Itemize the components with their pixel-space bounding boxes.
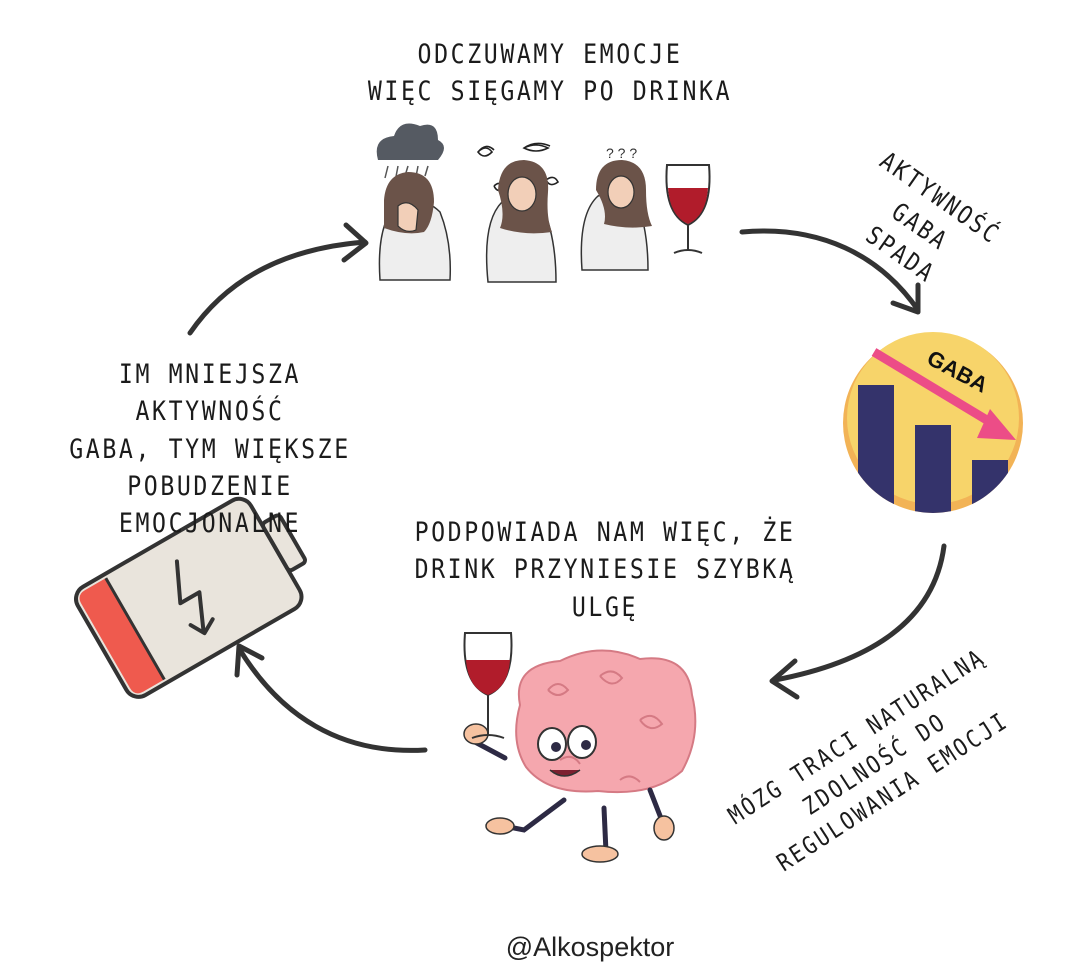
confused-woman-figure: ? ? ? [580, 145, 652, 271]
question-marks-icon: ? ? ? [606, 145, 637, 161]
sad-woman-figure [376, 123, 452, 281]
label-brain-suggests-drink: PODPOWIADA NAM WIĘC, ŻE DRINK PRZYNIESIE… [414, 517, 796, 623]
author-credit: @Alkospektor [505, 932, 675, 962]
gaba-badge-label: GABA [923, 345, 992, 398]
brain-character [463, 649, 697, 863]
wine-glass-icon [463, 632, 513, 739]
wine-glass-icon [665, 164, 711, 254]
arrow-to-top [187, 222, 369, 336]
low-battery-icon [74, 496, 307, 699]
anxious-woman-figure [476, 142, 560, 283]
label-feel-emotions: ODCZUWAMY EMOCJE WIĘC SIĘGAMY PO DRINKA [367, 39, 733, 108]
arrow-to-brain [769, 543, 947, 700]
label-lower-gaba-more-arousal: IM MNIEJSZA AKTYWNOŚĆ GABA, TYM WIĘKSZE … [69, 359, 351, 539]
lightning-icon [174, 559, 215, 636]
arrow-to-battery [234, 643, 428, 753]
trend-arrow-icon [871, 348, 1016, 440]
arrow-to-gaba [739, 228, 921, 315]
